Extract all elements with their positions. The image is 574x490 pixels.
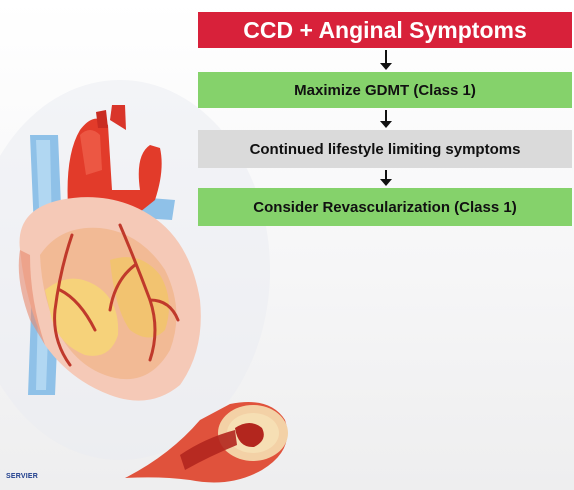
step-continued-symptoms: Continued lifestyle limiting symptoms <box>198 130 572 168</box>
step-consider-revascularization: Consider Revascularization (Class 1) <box>198 188 572 226</box>
servier-logo: SERVIER <box>6 473 38 480</box>
down-arrow-icon <box>380 50 392 70</box>
down-arrow-icon <box>380 110 392 128</box>
flowchart-title: CCD + Anginal Symptoms <box>198 12 572 48</box>
step-maximize-gdmt: Maximize GDMT (Class 1) <box>198 72 572 108</box>
down-arrow-icon <box>380 170 392 186</box>
